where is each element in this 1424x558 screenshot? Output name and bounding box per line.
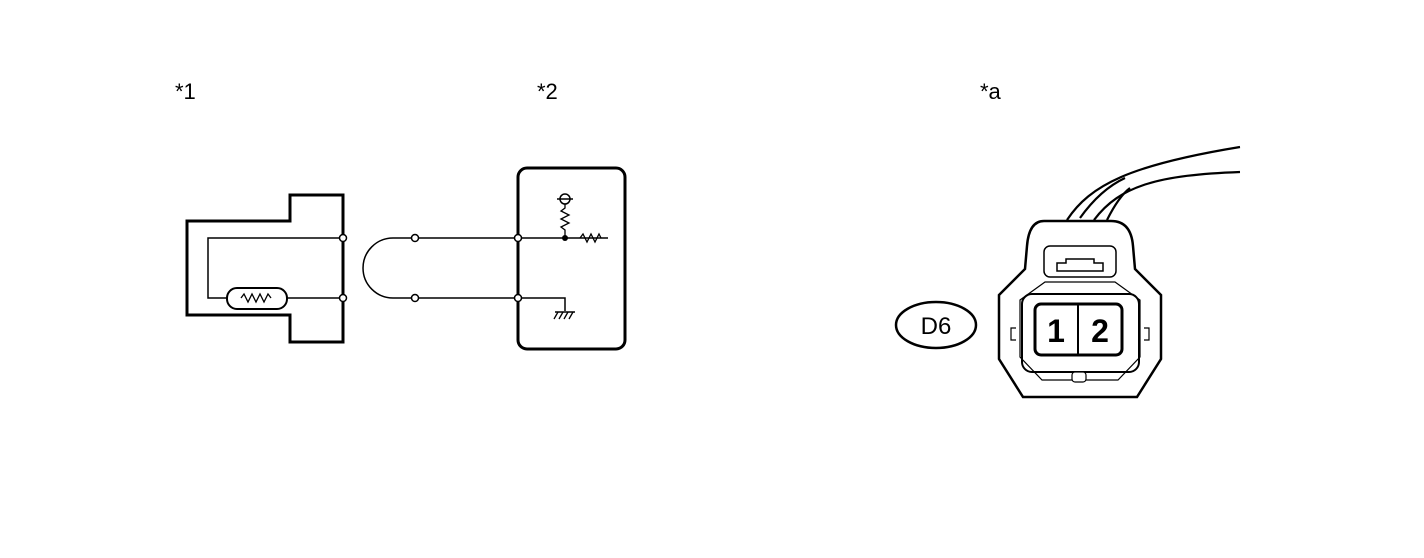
sensor-component — [185, 193, 348, 344]
ecu-body — [516, 166, 627, 351]
connector-wires — [1066, 145, 1241, 221]
ecu-component — [513, 166, 627, 351]
ecu-junction-dot — [562, 235, 568, 241]
sensor-body — [185, 193, 345, 344]
ground-icon — [553, 311, 575, 320]
thermistor-element — [226, 287, 288, 310]
sensor-terminal-1 — [338, 233, 348, 243]
sensor-terminal-2 — [338, 293, 348, 303]
side-key-right — [1144, 327, 1150, 341]
label-connector-view: *a — [980, 79, 1002, 104]
ecu-terminal-1 — [513, 233, 523, 243]
ecu-series-resistor-icon — [579, 232, 602, 244]
connector-id-outline — [894, 300, 978, 350]
harness-terminal-2 — [410, 293, 420, 303]
connector-id-label: D6 — [921, 313, 952, 340]
ecu-terminal-2 — [513, 293, 523, 303]
connector-front-view: 1 2 — [997, 145, 1241, 399]
bottom-key — [1071, 371, 1087, 383]
pin-2-label: 2 — [1091, 313, 1109, 349]
harness-loop — [362, 237, 415, 299]
connector-id-badge: D6 — [894, 300, 978, 350]
side-key-left — [1010, 327, 1016, 341]
harness-terminal-1 — [410, 233, 420, 243]
harness-wires — [362, 233, 518, 303]
label-ecu: *2 — [537, 79, 558, 104]
label-sensor: *1 — [175, 79, 196, 104]
pullup-resistor-icon — [559, 204, 571, 238]
sensor-internal-wire-top — [207, 237, 343, 299]
resistor-icon — [240, 292, 272, 304]
pin-1-label: 1 — [1047, 313, 1065, 349]
lock-tab-icon — [1056, 258, 1104, 272]
lock-tab-frame — [1043, 245, 1117, 278]
ecu-ground-line — [518, 297, 566, 311]
